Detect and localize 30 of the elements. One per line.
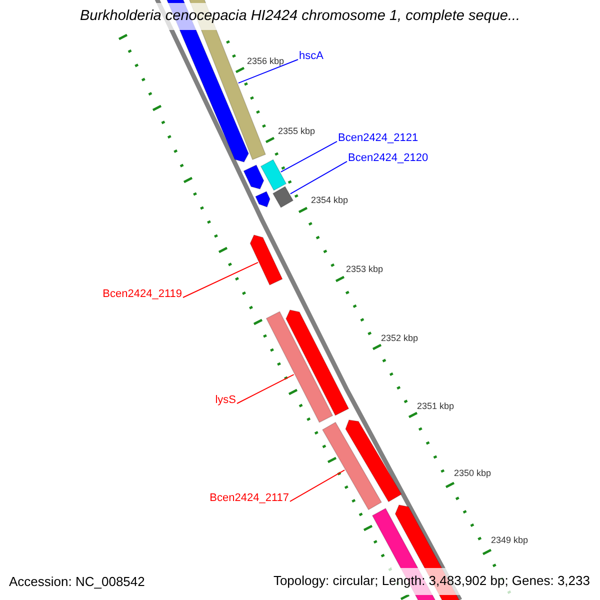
scale-label: 2354 kbp (311, 195, 348, 206)
gene-block (260, 159, 287, 191)
gene-block (255, 190, 270, 208)
scale-label: 2353 kbp (346, 264, 384, 275)
gene-label: Bcen2424_2117 (210, 492, 289, 506)
scale-label: 2350 kbp (454, 468, 492, 479)
accession-text: Accession: NC_008542 (9, 574, 145, 590)
gene-block (345, 420, 402, 502)
gene-label: Bcen2424_2121 (338, 132, 418, 146)
gene-block (322, 422, 382, 510)
gene-label: hscA (299, 50, 324, 64)
scale-label: 2352 kbp (381, 333, 418, 344)
gene-block (272, 186, 294, 208)
gene-block (250, 234, 283, 286)
leader-line (280, 141, 338, 172)
gene-block (243, 164, 264, 190)
gene-label: Bcen2424_2119 (102, 288, 182, 302)
gene-label: Bcen2424_2120 (348, 152, 428, 166)
scale-label: 2349 kbp (491, 535, 528, 546)
leader-line (182, 262, 258, 298)
scale-label: 2351 kbp (417, 401, 454, 412)
gene-block (286, 310, 350, 416)
gene-block (266, 311, 334, 423)
leader-line (290, 470, 346, 502)
gene-label: lysS (215, 394, 236, 408)
scale-label: 2355 kbp (278, 126, 316, 137)
leader-line (236, 374, 294, 404)
leader-line (290, 161, 348, 194)
scale-label: 2356 kbp (247, 56, 284, 67)
leader-line (238, 59, 298, 84)
